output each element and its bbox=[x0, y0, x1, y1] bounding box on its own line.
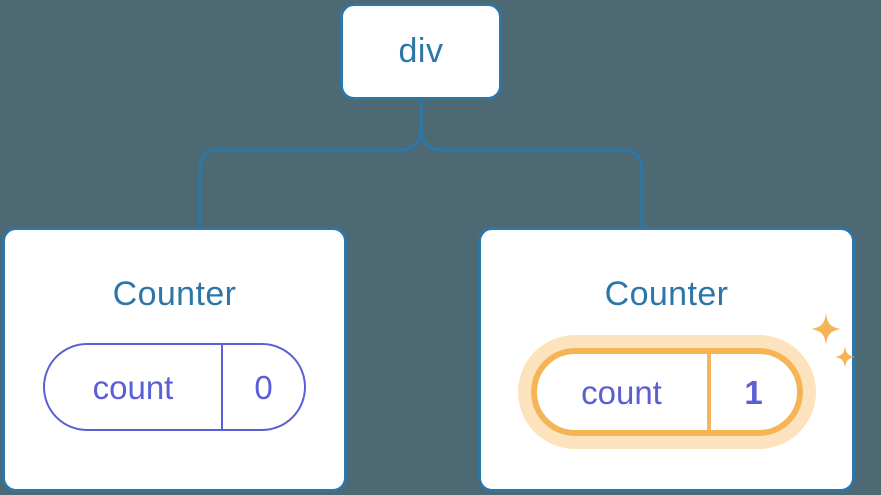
component-title: Counter bbox=[604, 275, 729, 313]
sparkle-group bbox=[810, 313, 855, 368]
state-pill[interactable]: count 0 bbox=[43, 343, 306, 431]
state-key-label: count bbox=[92, 368, 174, 406]
sparkle-icon-small bbox=[834, 346, 855, 368]
state-value-label: 0 bbox=[221, 345, 304, 429]
component-card-counter-right[interactable]: Counter count 1 bbox=[478, 227, 855, 492]
component-card-counter-left[interactable]: Counter count 0 bbox=[2, 227, 347, 492]
connector-to-left-child bbox=[198, 100, 423, 227]
state-value-label: 1 bbox=[706, 354, 797, 430]
component-title: Counter bbox=[112, 275, 237, 313]
state-pill-highlighted[interactable]: count 1 bbox=[530, 348, 803, 436]
state-pill-wrapper: count 0 bbox=[43, 343, 306, 431]
connector-to-right-child bbox=[419, 100, 644, 227]
state-pill-wrapper-highlighted: count 1 bbox=[517, 313, 855, 449]
root-node-label: div bbox=[398, 32, 444, 70]
root-node-div[interactable]: div bbox=[340, 3, 502, 100]
state-key-label: count bbox=[581, 373, 662, 411]
sparkle-icon-large bbox=[810, 313, 841, 345]
